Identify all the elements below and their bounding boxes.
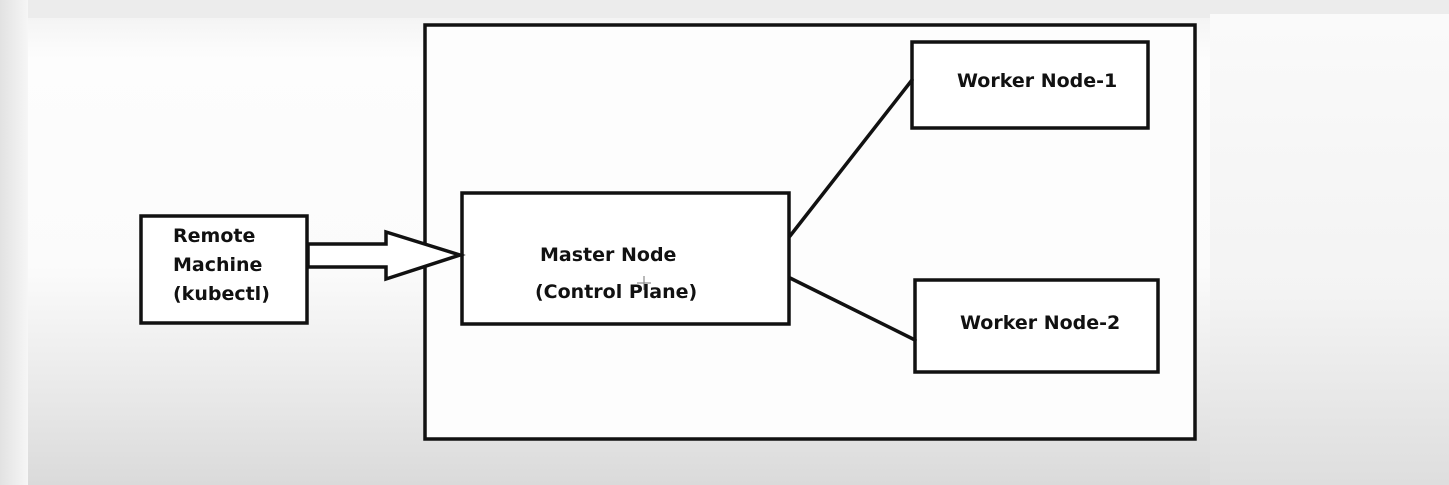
worker-node-1-label: Worker Node-1 bbox=[957, 70, 1118, 92]
master-to-worker-2-line bbox=[788, 276, 917, 342]
worker-node-1-box bbox=[910, 40, 1150, 130]
remote-to-master-arrow bbox=[306, 229, 466, 282]
worker-node-2-label: Worker Node-2 bbox=[960, 312, 1121, 334]
remote-machine-label-line2: Machine bbox=[173, 254, 263, 276]
remote-machine-box bbox=[139, 214, 309, 325]
top-shade bbox=[0, 0, 1449, 18]
worker-node-2-box bbox=[913, 278, 1160, 374]
right-panel bbox=[1210, 14, 1449, 485]
master-to-worker-1-line bbox=[788, 78, 914, 238]
master-node-box bbox=[460, 191, 791, 326]
left-shade bbox=[0, 0, 28, 485]
control-plane-label: (Control Plane) bbox=[535, 281, 698, 303]
remote-machine-label-line3: (kubectl) bbox=[173, 283, 270, 305]
cursor-crosshair-icon bbox=[637, 276, 651, 290]
remote-machine-label-line1: Remote bbox=[173, 225, 256, 247]
master-node-label: Master Node bbox=[540, 244, 677, 266]
